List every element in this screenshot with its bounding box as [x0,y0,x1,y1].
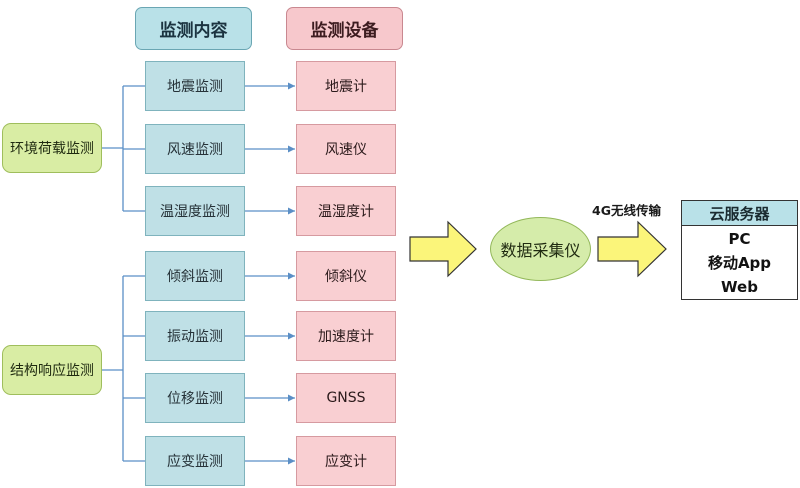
category-structural-response: 结构响应监测 [2,345,102,395]
cloud-item-web: Web [721,278,758,296]
device-seismometer: 地震计 [296,61,396,111]
device-gnss: GNSS [296,373,396,423]
arrow-to-cloud [597,220,667,278]
cloud-server: 云服务器 PC 移动App Web [681,200,798,300]
device-hygrothermograph: 温湿度计 [296,186,396,236]
cloud-server-title: 云服务器 [682,201,797,226]
monitor-strain: 应变监测 [145,436,245,486]
device-accelerometer: 加速度计 [296,311,396,361]
wireless-transmission-label: 4G无线传输 [592,203,661,218]
monitor-displacement: 位移监测 [145,373,245,423]
data-collector: 数据采集仪 [490,217,591,281]
device-strain-gauge: 应变计 [296,436,396,486]
cloud-item-mobile-app: 移动App [707,254,772,272]
cloud-item-pc: PC [728,230,751,248]
device-inclinometer: 倾斜仪 [296,251,396,301]
monitor-temperature-humidity: 温湿度监测 [145,186,245,236]
monitor-seismic: 地震监测 [145,61,245,111]
header-monitor-content: 监测内容 [135,7,252,50]
header-monitor-device: 监测设备 [286,7,403,50]
category-environment-load: 环境荷载监测 [2,123,102,173]
arrow-to-collector [409,220,477,278]
device-anemometer: 风速仪 [296,124,396,174]
monitor-tilt: 倾斜监测 [145,251,245,301]
monitor-vibration: 振动监测 [145,311,245,361]
monitor-wind-speed: 风速监测 [145,124,245,174]
